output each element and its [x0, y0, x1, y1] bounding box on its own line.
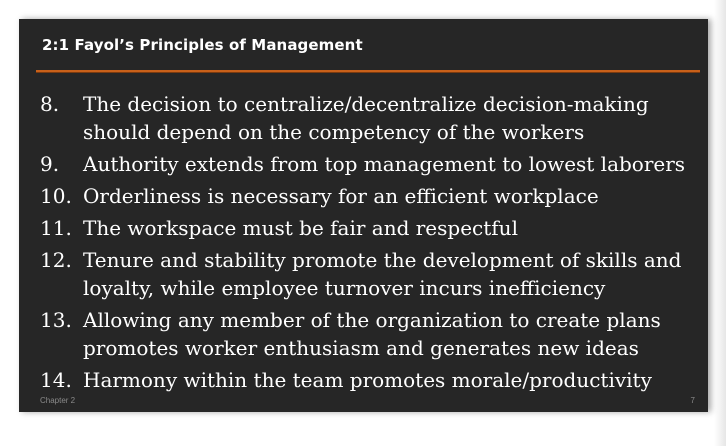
slide: 2:1 Fayol’s Principles of Management 8. … [19, 19, 708, 412]
list-item: 10. Orderliness is necessary for an effi… [19, 182, 708, 210]
list-item: 13. Allowing any member of the organizat… [19, 306, 708, 362]
list-item-text: The decision to centralize/decentralize … [83, 92, 649, 144]
list-item-number: 9. [40, 152, 60, 176]
list-item-number: 13. [40, 308, 72, 332]
list-item-text: Tenure and stability promote the develop… [83, 248, 682, 300]
list-item-number: 11. [40, 216, 72, 240]
page-number: 7 [690, 396, 695, 405]
list-item-text: Allowing any member of the organization … [83, 308, 661, 360]
slide-title: 2:1 Fayol’s Principles of Management [42, 36, 363, 54]
list-item: 12. Tenure and stability promote the dev… [19, 246, 708, 302]
list-item-text: The workspace must be fair and respectfu… [83, 216, 518, 240]
list-item-text: Orderliness is necessary for an efficien… [83, 184, 599, 208]
chapter-label: Chapter 2 [40, 396, 76, 405]
list-item-number: 10. [40, 184, 72, 208]
list-item: 14. Harmony within the team promotes mor… [19, 366, 708, 394]
list-item-number: 8. [40, 92, 60, 116]
list-item-text: Authority extends from top management to… [83, 152, 686, 176]
list-item: 9. Authority extends from top management… [19, 150, 708, 178]
page-edge-shadow [714, 0, 726, 446]
principles-list: 8. The decision to centralize/decentrali… [19, 90, 708, 398]
title-divider [36, 70, 700, 72]
list-item-number: 12. [40, 248, 72, 272]
list-item-number: 14. [40, 368, 72, 392]
list-item: 11. The workspace must be fair and respe… [19, 214, 708, 242]
list-item-text: Harmony within the team promotes morale/… [83, 368, 652, 392]
list-item: 8. The decision to centralize/decentrali… [19, 90, 708, 146]
